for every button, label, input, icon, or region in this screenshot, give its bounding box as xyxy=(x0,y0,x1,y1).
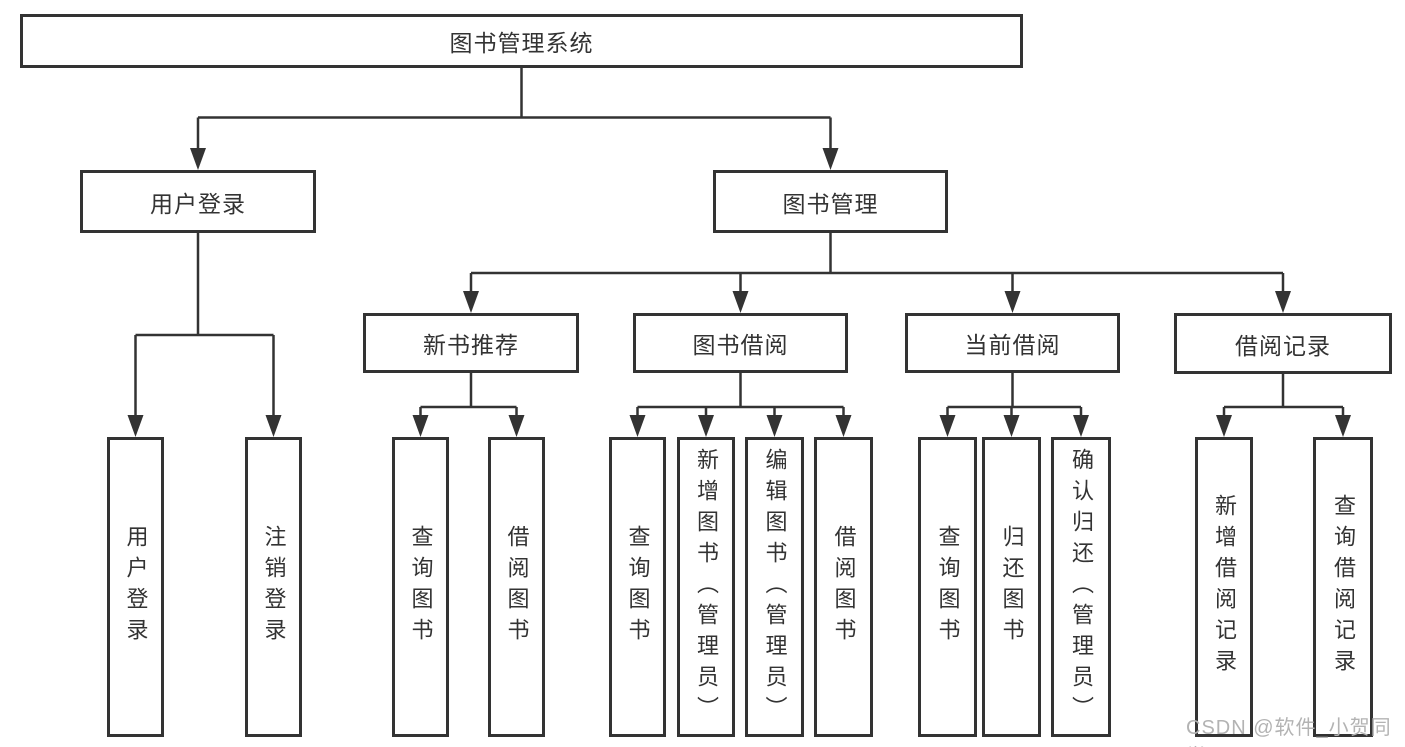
node-user-login-module: 用户登录 xyxy=(80,170,316,233)
node-confirm-return-admin: 确认归还（管理员） xyxy=(1051,437,1111,737)
node-current-borrowing: 当前借阅 xyxy=(905,313,1120,373)
node-add-borrow-record: 新增借阅记录 xyxy=(1195,437,1253,737)
node-query-borrow-record: 查询借阅记录 xyxy=(1313,437,1373,737)
node-query-books-recommend: 查询图书 xyxy=(392,437,449,737)
node-logout-leaf: 注销登录 xyxy=(245,437,302,737)
node-borrow-books-recommend: 借阅图书 xyxy=(488,437,545,737)
node-new-book-recommendation: 新书推荐 xyxy=(363,313,579,373)
node-book-borrowing: 图书借阅 xyxy=(633,313,848,373)
node-add-books-admin: 新增图书（管理员） xyxy=(677,437,735,737)
node-edit-books-admin: 编辑图书（管理员） xyxy=(745,437,804,737)
csdn-watermark: CSDN @软件_小贺同学 xyxy=(1186,717,1392,747)
node-user-login-leaf: 用户登录 xyxy=(107,437,164,737)
node-query-books-current: 查询图书 xyxy=(918,437,977,737)
node-book-management-module: 图书管理 xyxy=(713,170,948,233)
node-borrowing-records: 借阅记录 xyxy=(1174,313,1392,374)
node-borrow-books-leaf: 借阅图书 xyxy=(814,437,873,737)
node-return-books: 归还图书 xyxy=(982,437,1041,737)
node-query-books-borrowing: 查询图书 xyxy=(609,437,666,737)
node-library-management-system: 图书管理系统 xyxy=(20,14,1023,68)
